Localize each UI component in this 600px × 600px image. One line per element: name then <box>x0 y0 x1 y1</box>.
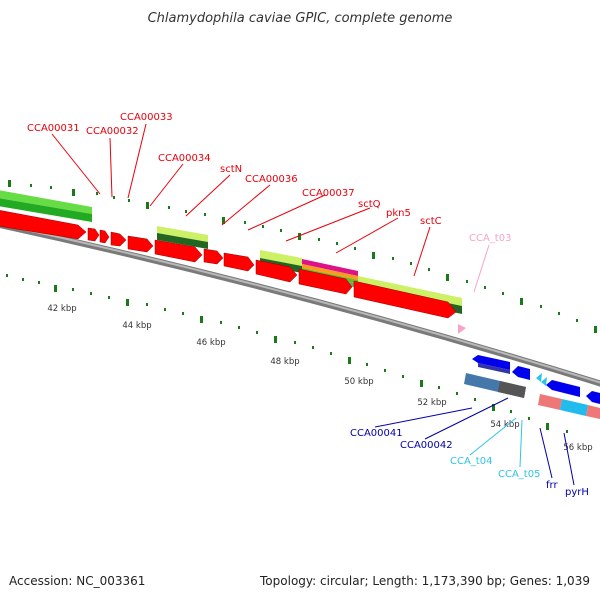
callout-lines <box>51 123 575 486</box>
cds-green-1 <box>0 190 92 222</box>
cds-slate-block <box>464 373 526 398</box>
kbp-scale-labels: 42 kbp 44 kbp 46 kbp 48 kbp 50 kbp 52 kb… <box>47 304 592 453</box>
gene-label-sctn: sctN <box>220 164 242 175</box>
gene-label-cca00036: CCA00036 <box>245 174 298 185</box>
tick-track-outer <box>8 180 597 333</box>
gene-label-cca-t05: CCA_t05 <box>498 469 540 480</box>
trna-cca-t05 <box>541 377 547 386</box>
reverse-feature-track <box>464 355 600 419</box>
kbp-label-46: 46 kbp <box>196 338 225 348</box>
gene-label-cca00042: CCA00042 <box>400 440 453 451</box>
gene-label-frr: frr <box>546 480 558 491</box>
cds-blue-2 <box>512 366 530 380</box>
lower-gene-labels: CCA00041 CCA00042 CCA_t04 CCA_t05 frr py… <box>350 428 589 498</box>
gene-label-cca00033: CCA00033 <box>120 112 173 123</box>
kbp-label-44: 44 kbp <box>122 321 151 331</box>
gene-label-pyrh: pyrH <box>565 487 589 498</box>
kbp-label-54: 54 kbp <box>490 420 519 430</box>
gene-label-cca00034: CCA00034 <box>158 153 211 164</box>
upper-gene-labels: CCA00031 CCA00032 CCA00033 CCA00034 sctN… <box>27 112 511 244</box>
accession-text: Accession: NC_003361 <box>9 574 145 588</box>
cds-red-arrows <box>0 210 457 319</box>
kbp-label-50: 50 kbp <box>344 377 373 387</box>
trna-cca-t04 <box>536 373 542 382</box>
genome-backbone <box>0 222 600 387</box>
gene-label-cca00037: CCA00037 <box>302 188 355 199</box>
gene-label-cca00041: CCA00041 <box>350 428 403 439</box>
gene-label-sctc: sctC <box>420 216 442 227</box>
trna-cca-t03 <box>458 324 466 334</box>
gene-label-cca-t03: CCA_t03 <box>469 233 511 244</box>
gene-label-cca-t04: CCA_t04 <box>450 456 492 467</box>
gene-label-cca00031: CCA00031 <box>27 123 80 134</box>
kbp-label-56: 56 kbp <box>563 443 592 453</box>
cds-blue-4 <box>586 391 600 404</box>
cds-blue-1-band <box>478 363 510 374</box>
forward-feature-track <box>0 190 466 334</box>
gene-label-sctq: sctQ <box>358 199 381 210</box>
cds-salmon-block <box>538 394 600 419</box>
kbp-label-42: 42 kbp <box>47 304 76 314</box>
cds-blue-1 <box>472 355 510 370</box>
kbp-label-52: 52 kbp <box>417 398 446 408</box>
gene-label-pkn5: pkn5 <box>386 208 411 219</box>
cds-blue-3 <box>546 380 580 397</box>
gene-label-cca00032: CCA00032 <box>86 126 139 137</box>
kbp-label-48: 48 kbp <box>270 357 299 367</box>
genome-summary-text: Topology: circular; Length: 1,173,390 bp… <box>259 574 590 588</box>
map-title: Chlamydophila caviae GPIC, complete geno… <box>148 11 453 26</box>
tick-track-inner <box>6 274 568 433</box>
cds-green-2 <box>157 226 208 249</box>
